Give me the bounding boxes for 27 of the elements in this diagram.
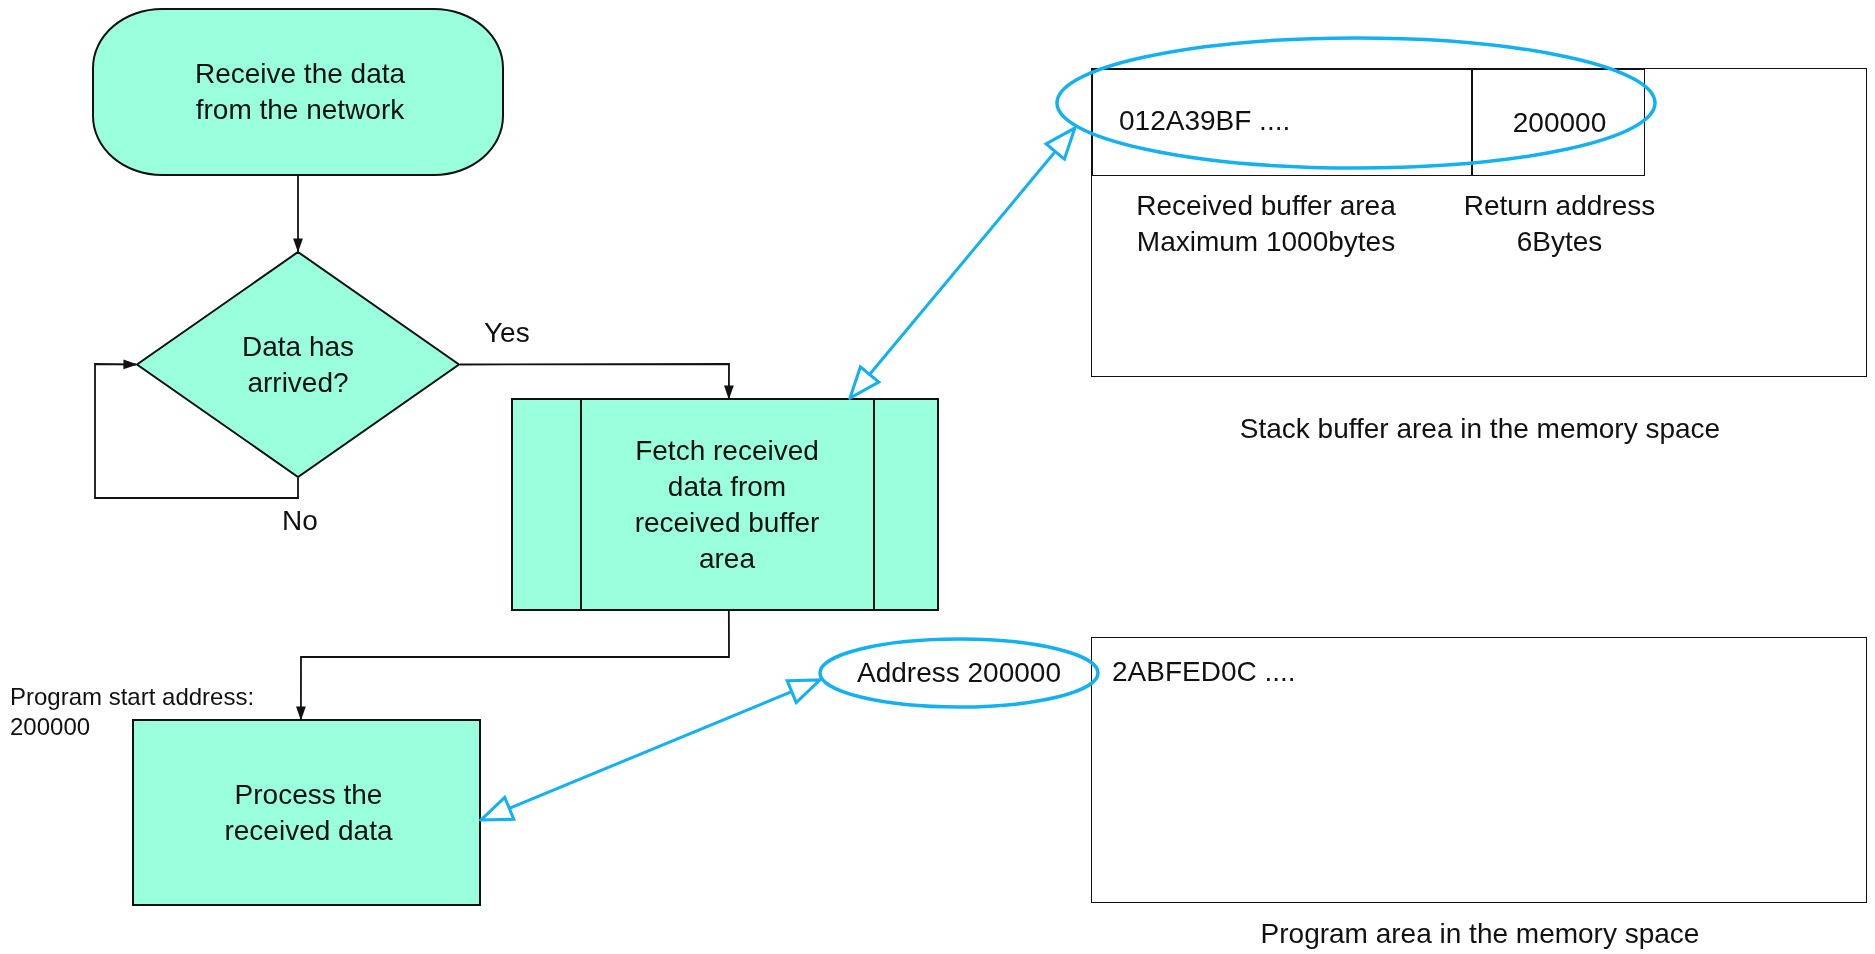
node-text: Address 200000 <box>856 656 1062 690</box>
node-text: 200000 <box>1511 105 1608 140</box>
node-label: Return address 6Bytes <box>1462 189 1657 259</box>
terminator-shape <box>92 8 504 176</box>
edge-label: Yes <box>484 316 530 350</box>
highlight-ellipse <box>1055 36 1657 170</box>
node-text: Receive the data from the network <box>193 57 407 127</box>
annotation: Program start address: 200000 <box>10 682 256 742</box>
node-text: Data has arrived? <box>240 329 356 400</box>
node-text: 2ABFED0C .... <box>1112 655 1296 689</box>
decision-diamond <box>136 251 460 478</box>
subprocess-box <box>511 398 939 611</box>
arrow <box>296 610 730 721</box>
arrow <box>94 359 299 499</box>
highlight-ellipse <box>818 637 1100 709</box>
node-text: Process the received data <box>223 777 394 848</box>
node-label: Program area in the memory space <box>1259 917 1701 951</box>
double-arrow <box>479 678 822 822</box>
arrow <box>459 363 734 400</box>
arrow <box>293 175 303 253</box>
node-label: Stack buffer area in the memory space <box>1238 412 1722 446</box>
node-text: Fetch received data from received buffer area <box>633 433 821 576</box>
double-arrow <box>848 126 1077 400</box>
process-box <box>132 719 481 906</box>
edge-label: No <box>282 504 318 538</box>
node-text: 012A39BF .... <box>1119 103 1291 138</box>
node-label: Received buffer area Maximum 1000bytes <box>1135 189 1397 259</box>
